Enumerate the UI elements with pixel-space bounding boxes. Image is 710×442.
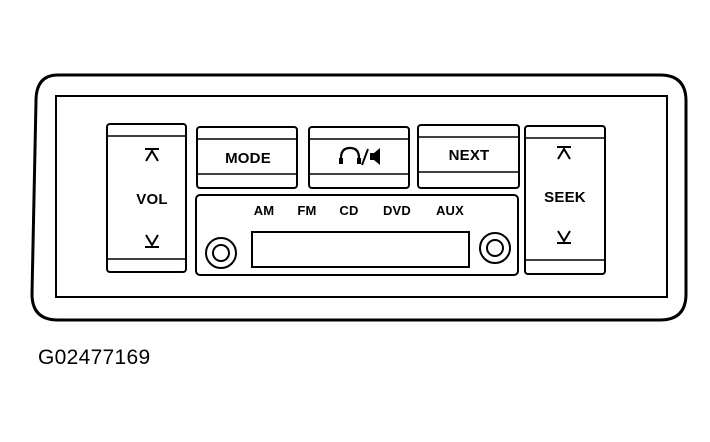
volume-label: VOL bbox=[136, 191, 168, 208]
source-am-label[interactable]: AM bbox=[253, 203, 275, 218]
next-button-label: NEXT bbox=[448, 147, 490, 164]
next-button[interactable] bbox=[417, 124, 520, 189]
left-knob[interactable] bbox=[205, 237, 237, 269]
display-window bbox=[251, 231, 470, 268]
figure-id-caption: G02477169 bbox=[38, 346, 151, 369]
volume-down-icon bbox=[145, 234, 159, 248]
seek-label: SEEK bbox=[544, 189, 586, 206]
source-cd-label[interactable]: CD bbox=[339, 203, 359, 218]
right-knob[interactable] bbox=[479, 232, 511, 264]
mode-button[interactable] bbox=[196, 126, 298, 189]
volume-rocker[interactable] bbox=[106, 123, 187, 273]
mode-button-label: MODE bbox=[225, 150, 271, 167]
headphone-speaker-icon bbox=[339, 146, 380, 166]
seek-up-icon bbox=[557, 146, 571, 160]
inner-panel bbox=[55, 95, 668, 298]
seek-down-icon bbox=[557, 230, 571, 244]
headphone-speaker-button[interactable] bbox=[308, 126, 410, 189]
source-fm-label[interactable]: FM bbox=[297, 203, 317, 218]
outer-bezel bbox=[30, 73, 688, 322]
source-dvd-label[interactable]: DVD bbox=[382, 203, 412, 218]
source-display-area bbox=[195, 194, 519, 276]
source-aux-label[interactable]: AUX bbox=[435, 203, 465, 218]
volume-up-icon bbox=[145, 148, 159, 162]
seek-rocker[interactable] bbox=[524, 125, 606, 275]
